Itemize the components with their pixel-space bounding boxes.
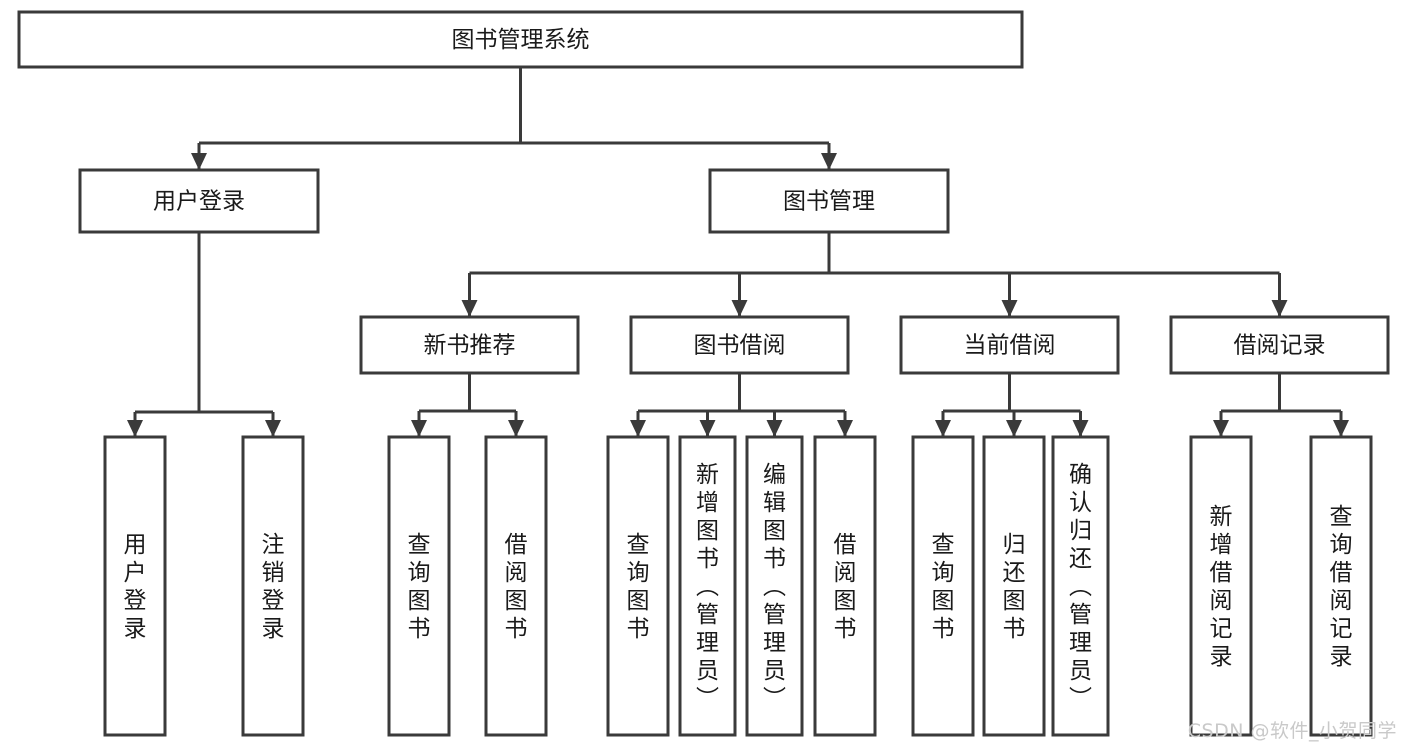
node-leaf_5[interactable]: 新增图书︵管理员︶ [678,435,737,737]
node-label: 图书管理系统 [452,27,590,53]
node-label: 新书推荐 [424,333,516,359]
node-label: 注销登录 [262,532,285,642]
node-label: 确认归还︵管理员︶ [1069,462,1092,712]
node-box [708,168,950,234]
node-leaf_0[interactable]: 用户登录 [103,435,167,737]
node-box [606,435,670,737]
node-label: 图书管理 [783,189,875,215]
node-box [1189,435,1253,737]
node-leaf_8[interactable]: 查询图书 [911,435,975,737]
node-root[interactable]: 图书管理系统 [17,10,1024,69]
node-label: 新增图书︵管理员︶ [696,462,719,712]
node-box [1169,315,1390,375]
nodes-layer: 图书管理系统用户登录图书管理新书推荐图书借阅当前借阅借阅记录用户登录注销登录查询… [17,10,1390,737]
node-box [813,435,877,737]
node-label: 编辑图书︵管理员︶ [763,462,786,712]
node-box [629,315,850,375]
node-label: 新增借阅记录 [1210,504,1233,670]
node-label: 借阅图书 [505,532,528,642]
node-leaf_10[interactable]: 确认归还︵管理员︶ [1051,435,1110,737]
node-box [1051,435,1110,737]
node-label: 借阅图书 [834,532,857,642]
node-l2_0[interactable]: 新书推荐 [359,315,580,375]
node-box [17,10,1024,69]
node-box [103,435,167,737]
node-leaf_4[interactable]: 查询图书 [606,435,670,737]
node-label: 查询图书 [408,532,431,642]
node-box [387,435,451,737]
node-box [678,435,737,737]
node-leaf_1[interactable]: 注销登录 [241,435,305,737]
node-label: 图书借阅 [694,333,786,359]
node-box [241,435,305,737]
node-label: 用户登录 [124,532,147,642]
node-label: 查询图书 [932,532,955,642]
node-label: 查询借阅记录 [1330,504,1353,670]
node-l1_1[interactable]: 图书管理 [708,168,950,234]
node-leaf_9[interactable]: 归还图书 [982,435,1046,737]
connectors-layer [127,67,1349,437]
node-label: 归还图书 [1003,532,1026,642]
node-leaf_6[interactable]: 编辑图书︵管理员︶ [745,435,804,737]
node-box [911,435,975,737]
node-leaf_3[interactable]: 借阅图书 [484,435,548,737]
node-leaf_7[interactable]: 借阅图书 [813,435,877,737]
node-label: 查询图书 [627,532,650,642]
node-box [899,315,1120,375]
node-box [982,435,1046,737]
node-box [359,315,580,375]
node-l1_0[interactable]: 用户登录 [78,168,320,234]
node-l2_2[interactable]: 当前借阅 [899,315,1120,375]
node-label: 借阅记录 [1234,333,1326,359]
node-box [78,168,320,234]
node-box [745,435,804,737]
node-label: 用户登录 [153,189,245,215]
node-label: 当前借阅 [964,333,1056,359]
node-box [484,435,548,737]
node-box [1309,435,1373,737]
node-leaf_2[interactable]: 查询图书 [387,435,451,737]
node-leaf_11[interactable]: 新增借阅记录 [1189,435,1253,737]
node-leaf_12[interactable]: 查询借阅记录 [1309,435,1373,737]
node-l2_3[interactable]: 借阅记录 [1169,315,1390,375]
node-l2_1[interactable]: 图书借阅 [629,315,850,375]
